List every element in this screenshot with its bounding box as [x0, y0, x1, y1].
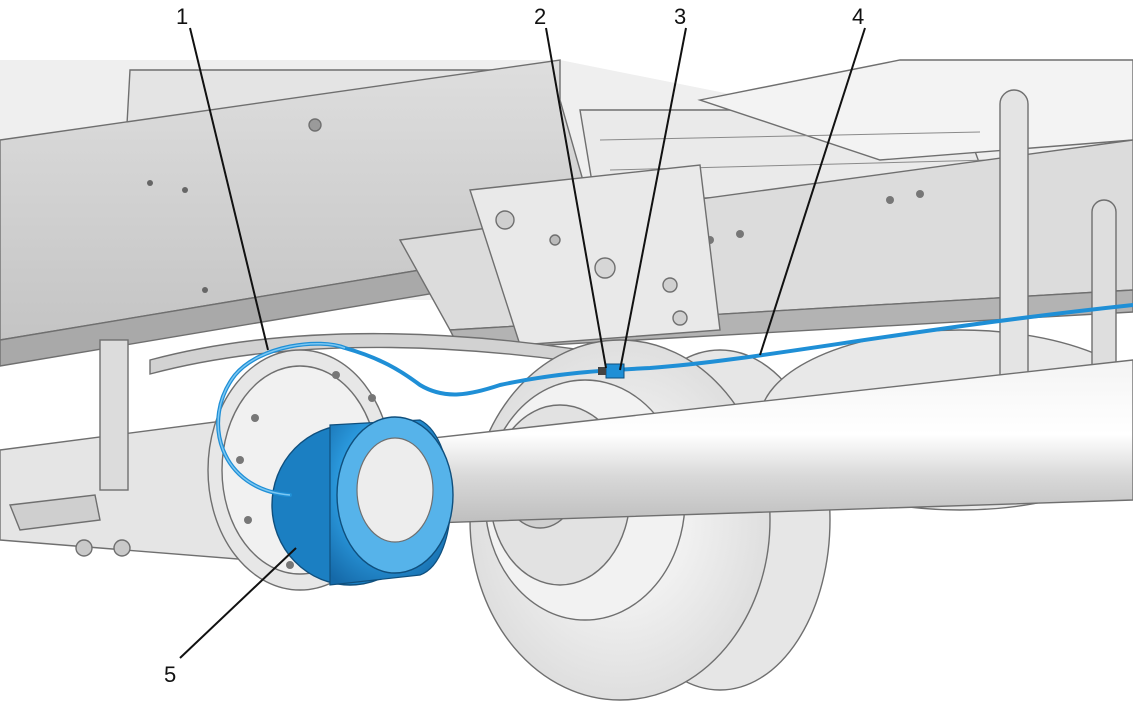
left-axle-end — [0, 339, 251, 561]
callout-1: 1 — [176, 4, 188, 29]
callout-2: 2 — [534, 4, 546, 29]
callout-4: 4 — [852, 4, 864, 29]
crossmember — [469, 164, 721, 346]
callout-labels: 1 2 3 4 5 — [164, 4, 864, 687]
callout-5: 5 — [164, 662, 176, 687]
brake-drum — [271, 416, 454, 586]
callout-leaders — [179, 27, 866, 659]
callout-3: 3 — [674, 4, 686, 29]
